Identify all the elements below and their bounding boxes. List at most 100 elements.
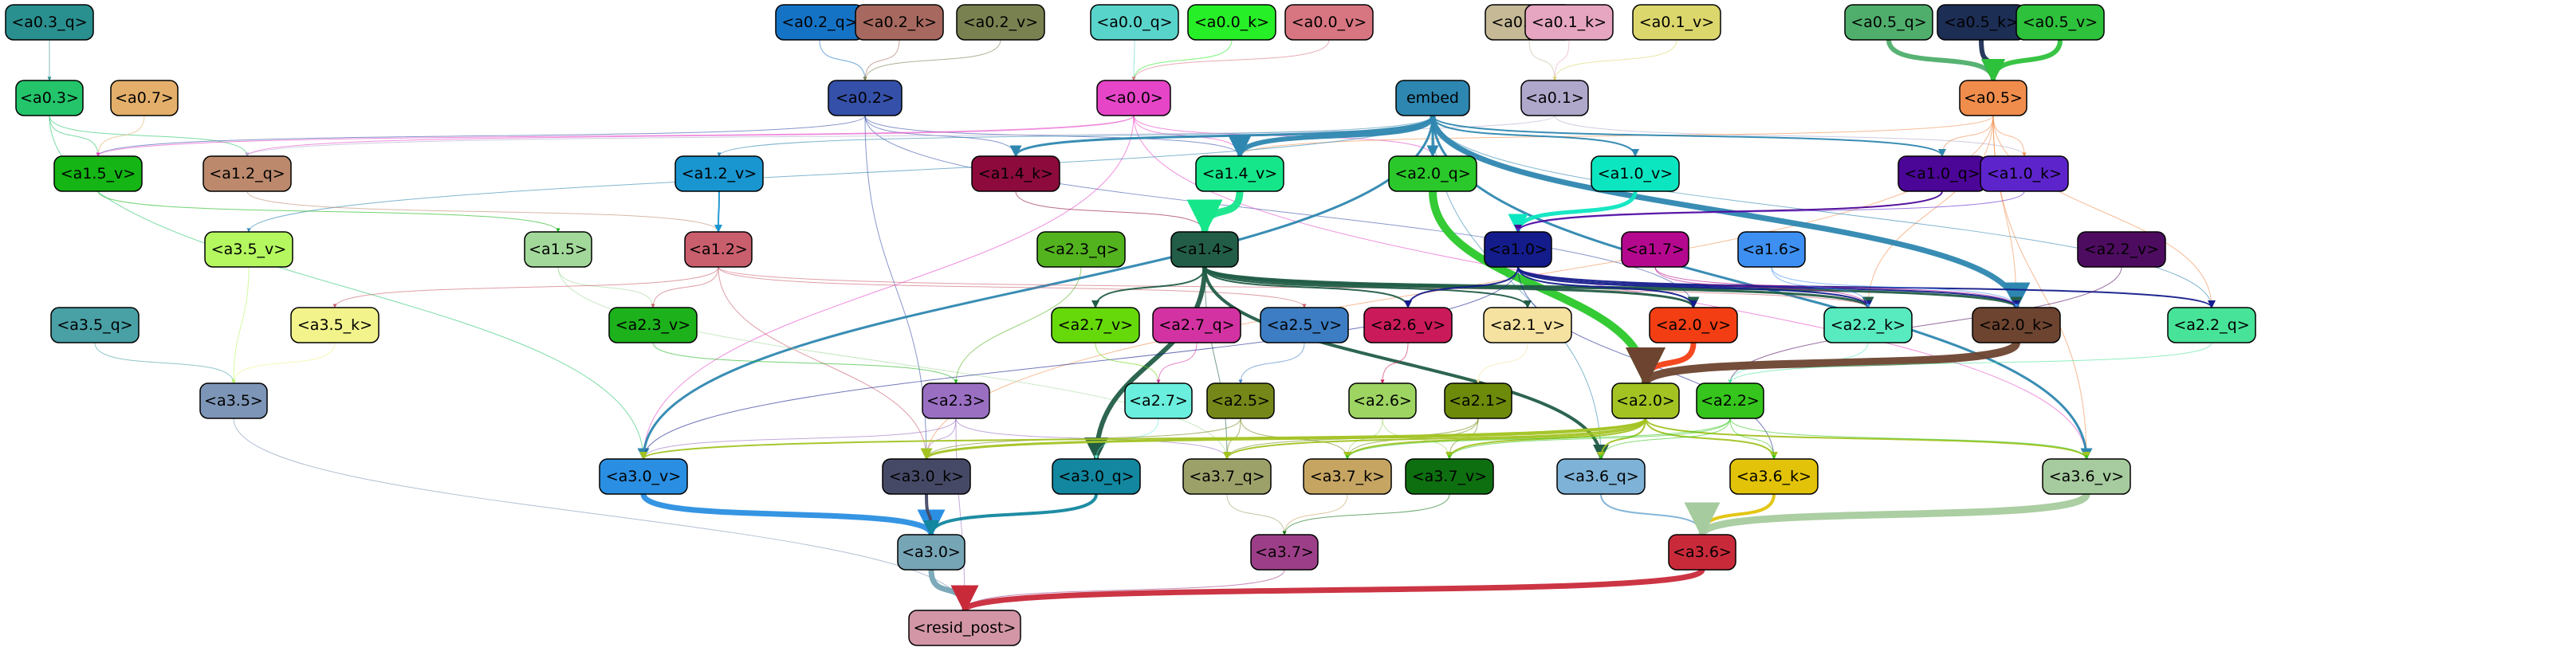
node-a3_6_q[interactable]: <a3.6_q> — [1556, 458, 1646, 495]
node-box-a2_1_v[interactable] — [1483, 307, 1572, 343]
node-a2_2[interactable]: <a2.2> — [1696, 382, 1764, 419]
node-a2_7_v[interactable]: <a2.7_v> — [1051, 307, 1140, 343]
node-box-a0_2_q[interactable] — [775, 4, 864, 41]
node-box-a1_2_q[interactable] — [203, 155, 292, 192]
node-box-a3_6_v[interactable] — [2042, 458, 2131, 495]
node-box-a0_1_v[interactable] — [1632, 4, 1721, 41]
node-box-a3_5_k[interactable] — [290, 307, 380, 343]
node-box-a2_0[interactable] — [1611, 382, 1680, 419]
node-a2_2_q[interactable]: <a2.2_q> — [2167, 307, 2256, 343]
node-box-a0_5_q[interactable] — [1844, 4, 1933, 41]
node-a0_5_k[interactable]: <a0.5_k> — [1937, 4, 2026, 41]
node-a3_0_q[interactable]: <a3.0_q> — [1052, 458, 1141, 495]
node-a2_3[interactable]: <a2.3> — [922, 382, 990, 419]
node-a1_4[interactable]: <a1.4> — [1170, 231, 1239, 268]
node-a3_5_v[interactable]: <a3.5_v> — [204, 231, 293, 268]
node-a0_1[interactable]: <a0.1> — [1520, 80, 1589, 116]
node-box-a3_0[interactable] — [897, 534, 966, 571]
node-box-a1_7[interactable] — [1621, 231, 1689, 268]
node-a0_3[interactable]: <a0.3> — [15, 80, 84, 116]
node-a1_2[interactable]: <a1.2> — [684, 231, 753, 268]
node-box-a3_7_k[interactable] — [1303, 458, 1392, 495]
node-a0_5_v[interactable]: <a0.5_v> — [2016, 4, 2105, 41]
node-a3_0[interactable]: <a3.0> — [897, 534, 966, 571]
node-box-a0_0_q[interactable] — [1090, 4, 1179, 41]
node-a3_7_v[interactable]: <a3.7_v> — [1405, 458, 1494, 495]
node-box-a1_0_v[interactable] — [1591, 155, 1680, 192]
node-box-a2_2_v[interactable] — [2077, 231, 2166, 268]
node-a1_4_v[interactable]: <a1.4_v> — [1195, 155, 1284, 192]
node-a2_1[interactable]: <a2.1> — [1444, 382, 1512, 419]
node-a2_1_v[interactable]: <a2.1_v> — [1483, 307, 1572, 343]
node-box-a3_5_v[interactable] — [204, 231, 293, 268]
node-a0_0[interactable]: <a0.0> — [1096, 80, 1171, 116]
node-a2_3_q[interactable]: <a2.3_q> — [1036, 231, 1126, 268]
node-box-a1_6[interactable] — [1737, 231, 1806, 268]
node-box-a1_5_v[interactable] — [53, 155, 143, 192]
node-a2_0_k[interactable]: <a2.0_k> — [1972, 307, 2061, 343]
node-embed[interactable]: embed — [1395, 80, 1470, 116]
node-box-a2_0_q[interactable] — [1388, 155, 1477, 192]
node-box-a2_0_v[interactable] — [1649, 307, 1738, 343]
node-a1_4_k[interactable]: <a1.4_k> — [971, 155, 1060, 192]
node-box-resid_post[interactable] — [908, 610, 1021, 646]
node-a0_1_v[interactable]: <a0.1_v> — [1632, 4, 1721, 41]
node-a1_6[interactable]: <a1.6> — [1737, 231, 1806, 268]
node-a2_0[interactable]: <a2.0> — [1611, 382, 1680, 419]
node-box-a3_0_v[interactable] — [599, 458, 688, 495]
node-a0_1_k[interactable]: <a0.1_k> — [1524, 4, 1614, 41]
node-box-a0_0_k[interactable] — [1187, 4, 1276, 41]
node-box-a3_5_q[interactable] — [50, 307, 140, 343]
node-box-a2_6[interactable] — [1348, 382, 1417, 419]
node-box-a0_3_q[interactable] — [5, 4, 94, 41]
node-a3_5_k[interactable]: <a3.5_k> — [290, 307, 380, 343]
node-box-a1_4_v[interactable] — [1195, 155, 1284, 192]
node-a3_7[interactable]: <a3.7> — [1250, 534, 1319, 571]
node-box-a0_1_k[interactable] — [1524, 4, 1614, 41]
node-a2_3_v[interactable]: <a2.3_v> — [608, 307, 698, 343]
node-a2_2_k[interactable]: <a2.2_k> — [1823, 307, 1913, 343]
node-a1_7[interactable]: <a1.7> — [1621, 231, 1689, 268]
node-a0_5_q[interactable]: <a0.5_q> — [1844, 4, 1933, 41]
node-a0_2_q[interactable]: <a0.2_q> — [775, 4, 864, 41]
node-box-a2_7[interactable] — [1124, 382, 1193, 419]
node-a3_5_q[interactable]: <a3.5_q> — [50, 307, 140, 343]
node-a3_6_v[interactable]: <a3.6_v> — [2042, 458, 2131, 495]
node-box-a2_2_k[interactable] — [1823, 307, 1913, 343]
node-box-a2_1[interactable] — [1444, 382, 1512, 419]
node-box-embed[interactable] — [1395, 80, 1470, 116]
node-a0_0_q[interactable]: <a0.0_q> — [1090, 4, 1179, 41]
node-box-a1_5[interactable] — [524, 231, 592, 268]
node-box-a2_3_v[interactable] — [608, 307, 698, 343]
node-box-a2_2[interactable] — [1696, 382, 1764, 419]
node-a1_5[interactable]: <a1.5> — [524, 231, 592, 268]
node-a3_7_k[interactable]: <a3.7_k> — [1303, 458, 1392, 495]
node-box-a0_2_k[interactable] — [855, 4, 944, 41]
node-box-a3_6_q[interactable] — [1556, 458, 1646, 495]
node-a1_2_v[interactable]: <a1.2_v> — [674, 155, 764, 192]
node-a0_2_v[interactable]: <a0.2_v> — [956, 4, 1045, 41]
node-box-a0_5_k[interactable] — [1937, 4, 2026, 41]
node-box-a0_5_v[interactable] — [2016, 4, 2105, 41]
node-resid_post[interactable]: <resid_post> — [908, 610, 1021, 646]
node-a0_7[interactable]: <a0.7> — [110, 80, 179, 116]
node-a2_5[interactable]: <a2.5> — [1206, 382, 1275, 419]
node-box-a3_6[interactable] — [1668, 534, 1736, 571]
node-a1_2_q[interactable]: <a1.2_q> — [203, 155, 292, 192]
node-box-a1_0[interactable] — [1484, 231, 1552, 268]
node-a0_3_q[interactable]: <a0.3_q> — [5, 4, 94, 41]
node-a0_0_k[interactable]: <a0.0_k> — [1187, 4, 1276, 41]
node-box-a3_0_q[interactable] — [1052, 458, 1141, 495]
node-a2_5_v[interactable]: <a2.5_v> — [1260, 307, 1349, 343]
node-a0_2_k[interactable]: <a0.2_k> — [855, 4, 944, 41]
node-a1_5_v[interactable]: <a1.5_v> — [53, 155, 143, 192]
node-box-a3_7[interactable] — [1250, 534, 1319, 571]
node-a0_0_v[interactable]: <a0.0_v> — [1284, 4, 1374, 41]
node-a2_0_v[interactable]: <a2.0_v> — [1649, 307, 1738, 343]
node-box-a2_2_q[interactable] — [2167, 307, 2256, 343]
node-box-a0_0_v[interactable] — [1284, 4, 1374, 41]
node-a2_7_q[interactable]: <a2.7_q> — [1152, 307, 1241, 343]
node-box-a0_3[interactable] — [15, 80, 84, 116]
node-box-a1_0_k[interactable] — [1980, 155, 2069, 192]
node-a1_0_k[interactable]: <a1.0_k> — [1980, 155, 2069, 192]
